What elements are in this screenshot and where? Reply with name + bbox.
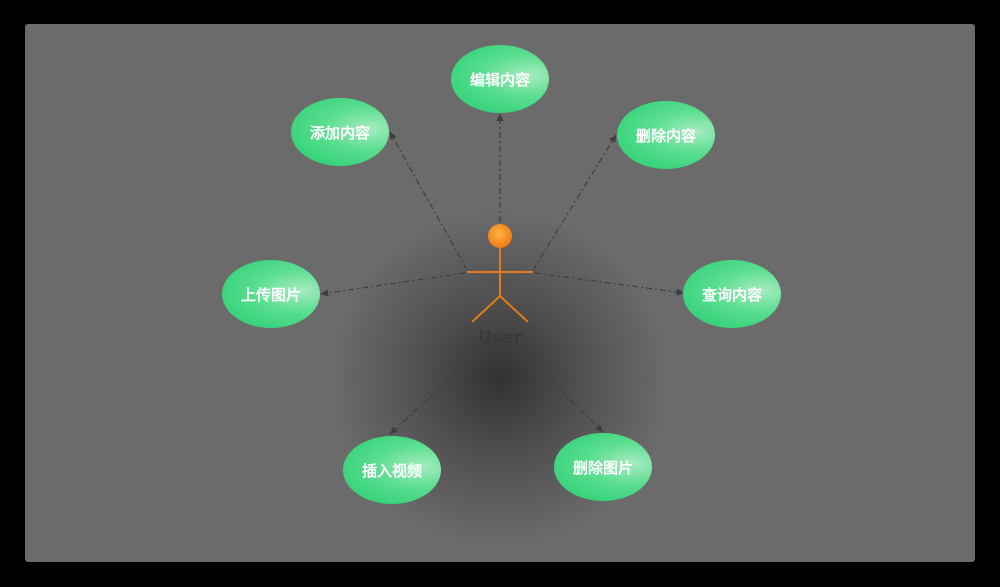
connector-layer (320, 114, 685, 435)
connector-delete-image (509, 341, 604, 433)
use-case-label: 上传图片 (240, 285, 301, 304)
connector-upload-image (320, 272, 466, 297)
connector-delete-content (532, 134, 617, 271)
use-case-label: 编辑内容 (469, 70, 530, 89)
connector-insert-video (389, 341, 491, 435)
use-case-edit-content[interactable]: 编辑内容 (451, 45, 549, 113)
diagram-canvas: User 编辑内容 添加内容 删除内容 上传图片 查询内容 插入视频 删除图片 (25, 24, 975, 562)
use-case-query-content[interactable]: 查询内容 (683, 260, 781, 328)
connector-query (534, 272, 685, 296)
actor-label: User (478, 328, 522, 348)
use-case-delete-image[interactable]: 删除图片 (554, 433, 652, 501)
use-case-label: 删除图片 (572, 458, 633, 477)
use-case-label: 添加内容 (309, 123, 370, 142)
use-case-label: 删除内容 (635, 126, 696, 145)
use-case-insert-video[interactable]: 插入视频 (343, 436, 441, 504)
use-case-label: 查询内容 (701, 285, 762, 304)
use-case-add-content[interactable]: 添加内容 (291, 98, 389, 166)
user-actor-icon (467, 224, 533, 323)
connector-add (389, 131, 468, 271)
use-case-delete-content[interactable]: 删除内容 (617, 101, 715, 169)
use-case-label: 插入视频 (361, 461, 422, 480)
use-case-upload-image[interactable]: 上传图片 (222, 260, 320, 328)
